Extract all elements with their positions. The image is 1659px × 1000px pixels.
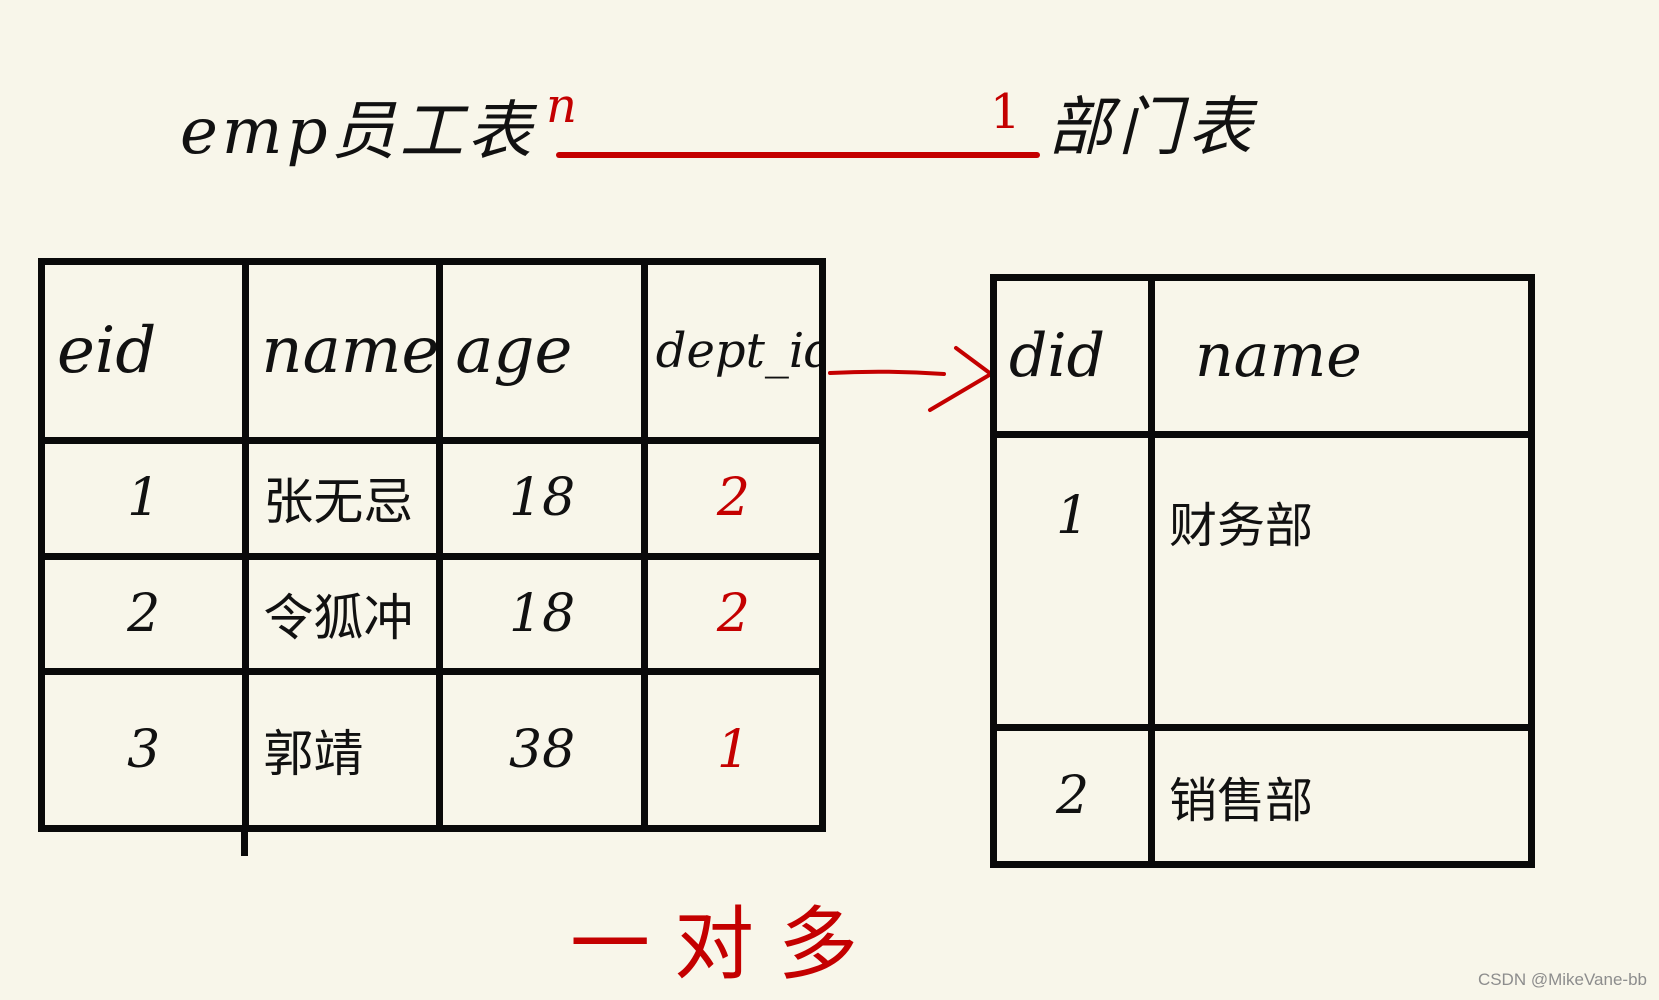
- table-row: 2 令狐冲 18 2: [37, 552, 827, 675]
- watermark: CSDN @MikeVane-bb: [1477, 970, 1647, 989]
- table-divider-stub: [241, 826, 248, 856]
- table-row: 1 张无忌 18 2: [37, 437, 827, 560]
- emp-header-dept-id: dept_id: [640, 257, 827, 445]
- emp-header-age: age: [436, 257, 648, 445]
- emp-header-row: eid name age dept_id: [37, 257, 827, 445]
- emp-cell-name: 令狐冲: [242, 552, 444, 675]
- arrow-shaft: [828, 369, 946, 376]
- table-row: 1 财务部: [990, 431, 1535, 731]
- emp-cell-eid: 1: [37, 437, 250, 560]
- emp-table-title: emp员工表: [180, 95, 536, 169]
- emp-cell-name: 张无忌: [242, 437, 444, 560]
- many-cardinality-label: n: [546, 78, 577, 134]
- relationship-line: [556, 152, 1040, 158]
- emp-cell-dept-id: 2: [640, 552, 827, 675]
- emp-cell-age: 18: [436, 437, 648, 560]
- foreign-key-arrow: [828, 346, 993, 412]
- dept-cell-did: 1: [990, 431, 1155, 731]
- dept-table-title: 部门表: [1048, 91, 1258, 165]
- dept-cell-name: 销售部: [1148, 724, 1535, 868]
- table-row: 2 销售部: [990, 724, 1535, 868]
- one-cardinality-label: 1: [990, 84, 1021, 140]
- emp-cell-eid: 3: [37, 667, 250, 833]
- emp-header-name: name: [242, 257, 444, 445]
- emp-cell-name: 郭靖: [242, 667, 444, 833]
- emp-cell-age: 18: [436, 552, 648, 675]
- emp-header-eid: eid: [37, 257, 250, 445]
- arrow-head: [928, 346, 993, 412]
- table-row: 3 郭靖 38 1: [37, 667, 827, 833]
- dept-header-row: did name: [990, 274, 1535, 438]
- dept-header-name: name: [1148, 274, 1535, 438]
- emp-table: eid name age dept_id 1 张无忌 18 2 2 令狐冲 18…: [37, 257, 827, 833]
- dept-header-did: did: [990, 274, 1155, 438]
- dept-cell-name: 财务部: [1148, 431, 1535, 731]
- dept-table: did name 1 财务部 2 销售部: [990, 274, 1535, 868]
- dept-cell-did: 2: [990, 724, 1155, 868]
- relationship-caption: 一对多: [570, 898, 882, 991]
- emp-cell-age: 38: [436, 667, 648, 833]
- emp-cell-dept-id: 2: [640, 437, 827, 560]
- emp-cell-eid: 2: [37, 552, 250, 675]
- emp-cell-dept-id: 1: [640, 667, 827, 833]
